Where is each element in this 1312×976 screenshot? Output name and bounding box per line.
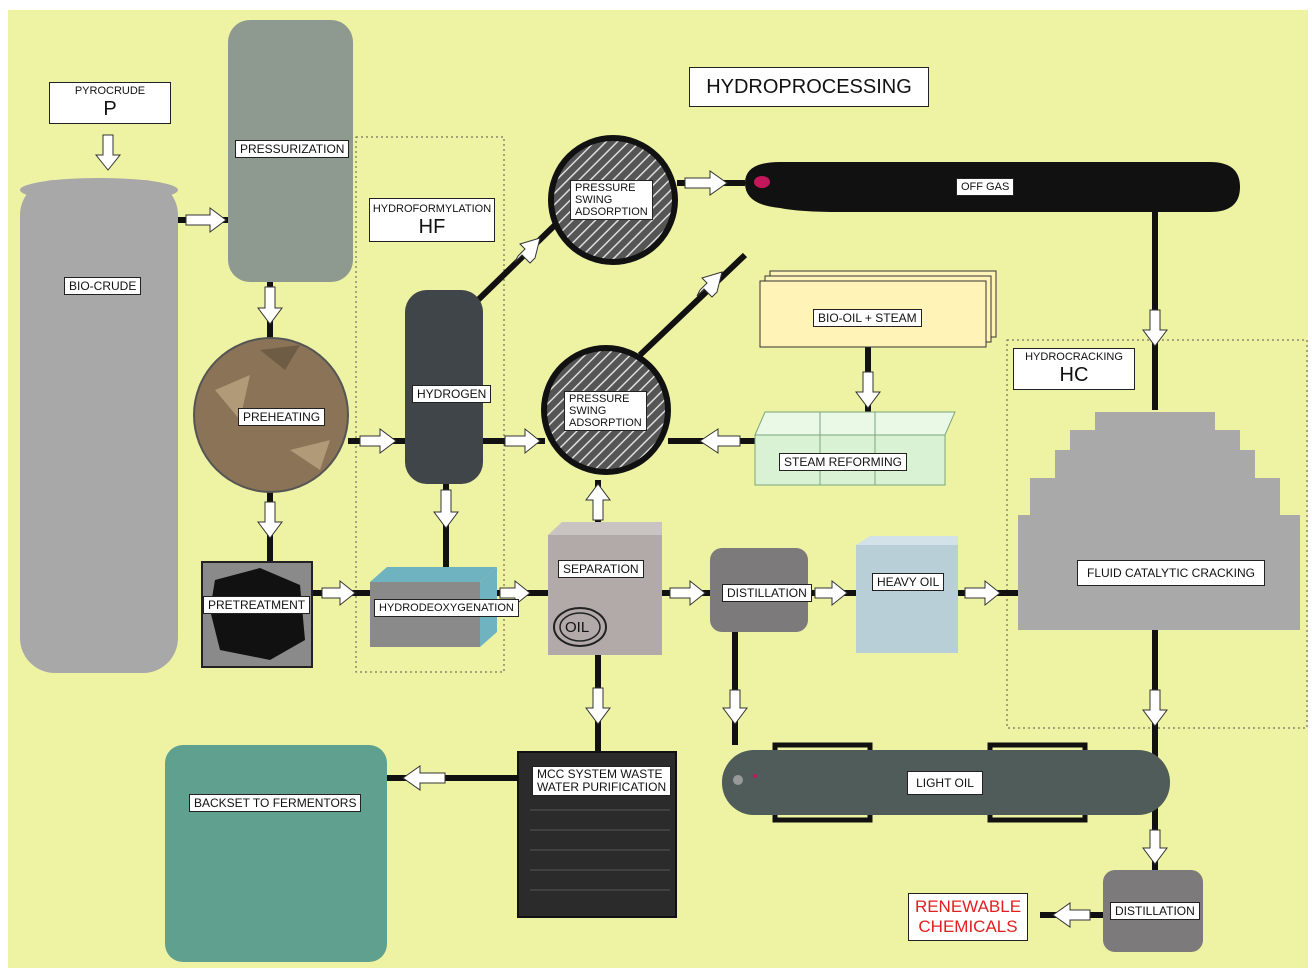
hydrocracking-label-top: HYDROCRACKING (1025, 351, 1123, 363)
oil-label: OIL (565, 619, 590, 636)
psa-top-label: PRESSURE SWING ADSORPTION (570, 180, 653, 220)
pyrocrude-label: PYROCRUDE P (49, 82, 171, 124)
renewable-line2: CHEMICALS (918, 917, 1018, 936)
fcc-label: FLUID CATALYTIC CRACKING (1077, 560, 1265, 586)
pyrocrude-label-top: PYROCRUDE (74, 85, 146, 97)
mcc-label: MCC SYSTEM WASTE WATER PURIFICATION (532, 766, 672, 796)
psa-top-line3: ADSORPTION (575, 206, 648, 218)
psa-mid-line2: SWING (569, 405, 607, 417)
hydrocracking-label-bottom: HC (1059, 364, 1089, 386)
diagram-title: HYDROPROCESSING (689, 67, 929, 107)
preheating-label: PREHEATING (238, 408, 326, 426)
separation-box (548, 522, 662, 655)
backset-tank (165, 745, 387, 962)
backset-label: BACKSET TO FERMENTORS (189, 794, 362, 812)
pressurization-label: PRESSURIZATION (235, 140, 350, 158)
bio-oil-steam-label: BIO-OIL + STEAM (813, 309, 922, 327)
heavy-oil-label: HEAVY OIL (872, 573, 945, 591)
light-oil-label: LIGHT OIL (907, 771, 983, 795)
bio-crude-tank (20, 178, 178, 673)
distillation-middle-label: DISTILLATION (722, 584, 812, 602)
heavy-oil-box (856, 536, 958, 653)
psa-mid-line1: PRESSURE (569, 393, 630, 405)
psa-top-line1: PRESSURE (575, 182, 636, 194)
renewable-line1: RENEWABLE (914, 897, 1022, 916)
pyrocrude-label-bottom: P (103, 98, 117, 120)
hydroformylation-label-top: HYDROFORMYLATION (372, 203, 492, 215)
off-gas-label: OFF GAS (956, 178, 1015, 196)
separation-label: SEPARATION (558, 560, 644, 578)
flow-arrows (94, 134, 1168, 928)
hydrocracking-label: HYDROCRACKING HC (1013, 348, 1135, 390)
hydroformylation-label: HYDROFORMYLATION HF (369, 198, 495, 242)
psa-mid-line3: ADSORPTION (569, 417, 642, 429)
renewable-chemicals-label: RENEWABLE CHEMICALS (908, 893, 1028, 941)
mcc-line1: MCC SYSTEM WASTE (537, 767, 663, 781)
psa-middle-label: PRESSURE SWING ADSORPTION (564, 391, 647, 431)
psa-top-line2: SWING (575, 194, 613, 206)
hydrogen-label: HYDROGEN (412, 385, 492, 403)
hydrodeoxygenation-label: HYDRODEOXYGENATION (374, 599, 519, 617)
hydroformylation-region (355, 136, 505, 673)
mcc-line2: WATER PURIFICATION (537, 780, 667, 794)
hydroformylation-label-bottom: HF (418, 216, 446, 238)
distillation-bottom-label: DISTILLATION (1110, 902, 1200, 920)
pretreatment-label: PRETREATMENT (203, 596, 311, 614)
steam-reforming-label: STEAM REFORMING (779, 453, 908, 471)
bio-crude-label: BIO-CRUDE (64, 277, 142, 295)
pretreatment-box (201, 561, 313, 668)
steam-reforming-unit (754, 411, 956, 486)
